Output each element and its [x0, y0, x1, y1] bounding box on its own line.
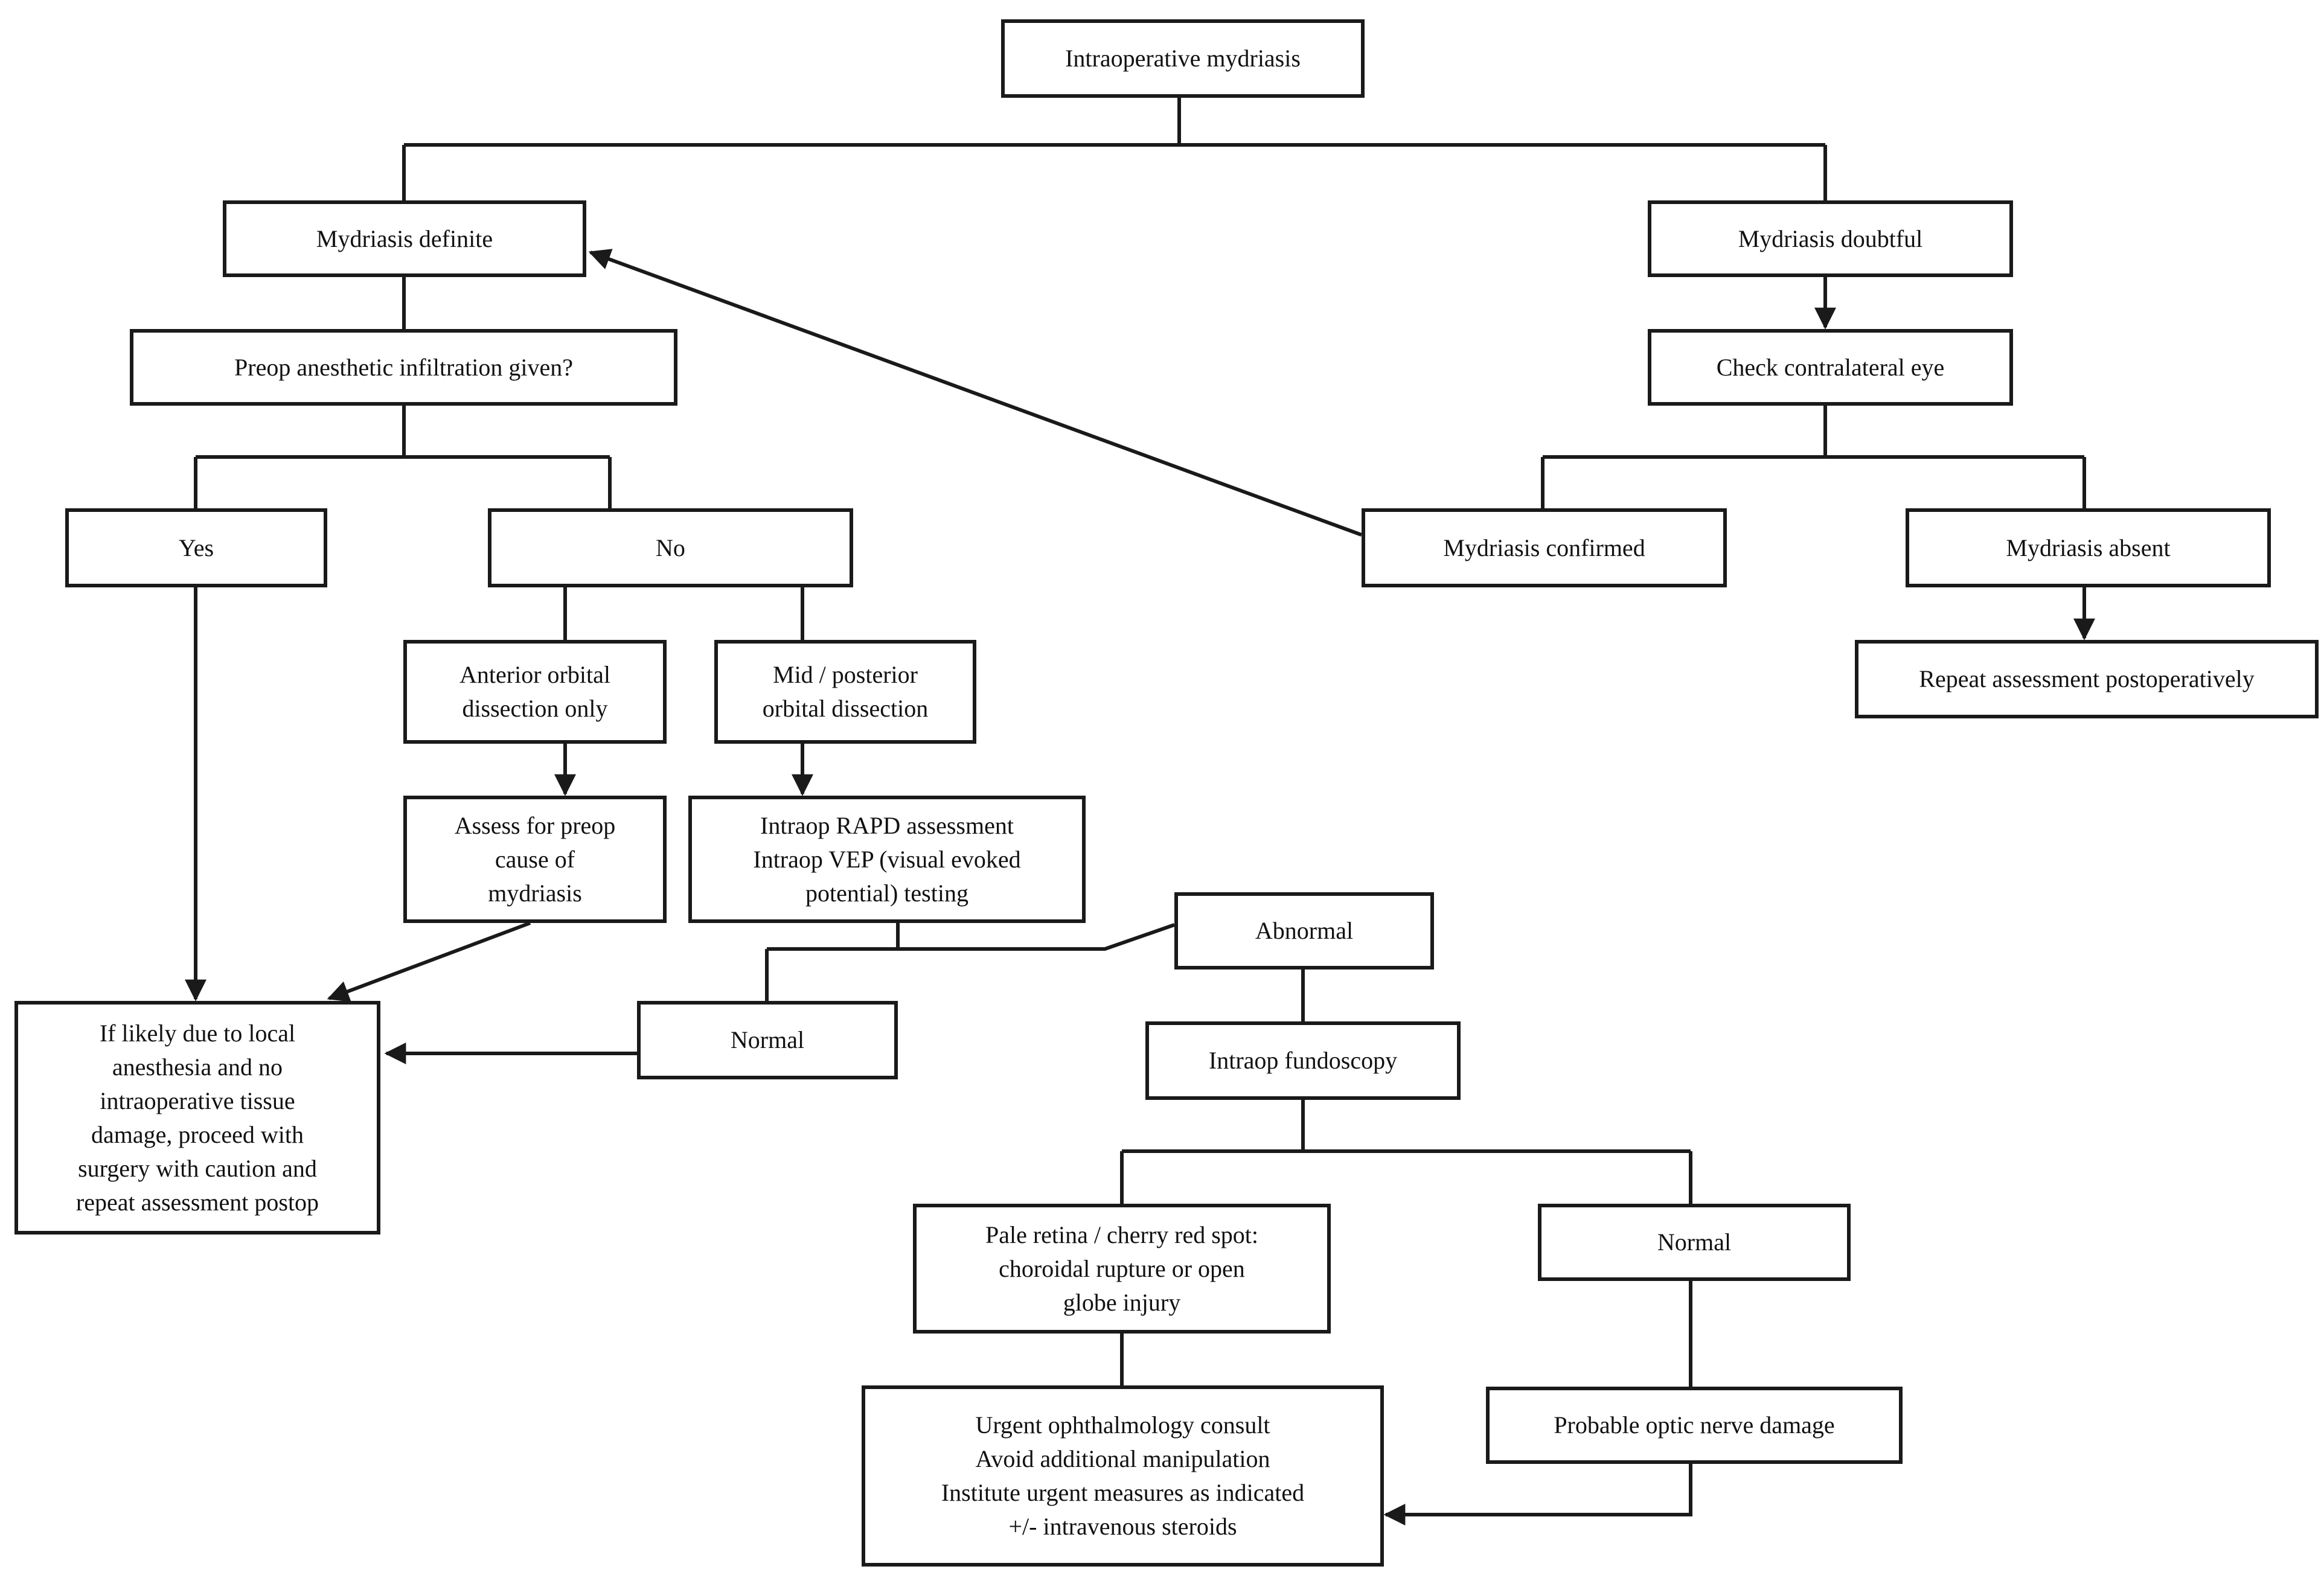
- arrow-confirmed-definite: [588, 249, 1363, 537]
- node-anterior-dissection-label: Anterior orbital dissection only: [459, 661, 610, 722]
- connector-fundoscopy-split: [1120, 1100, 1692, 1204]
- node-local-anesthesia-proceed: If likely due to local anesthesia and no…: [14, 1001, 380, 1235]
- node-mydriasis-doubtful-label: Mydriasis doubtful: [1738, 225, 1923, 252]
- node-rapd-vep: Intraop RAPD assessment Intraop VEP (vis…: [688, 796, 1086, 923]
- connector-check-split: [1541, 406, 2086, 508]
- node-normal-fundoscopy-label: Normal: [1657, 1228, 1732, 1256]
- node-normal-vep: Normal: [637, 1001, 898, 1079]
- node-repeat-postop-label: Repeat assessment postoperatively: [1919, 665, 2255, 692]
- node-rapd-vep-label: Intraop RAPD assessment Intraop VEP (vis…: [753, 811, 1021, 907]
- connector-rapd-split: [765, 923, 1175, 1001]
- node-mydriasis-doubtful: Mydriasis doubtful: [1648, 200, 2013, 277]
- connector-preop-split: [194, 406, 612, 508]
- node-optic-nerve-damage: Probable optic nerve damage: [1486, 1387, 1903, 1464]
- node-urgent-consult-label: Urgent ophthalmology consult Avoid addit…: [941, 1411, 1305, 1540]
- node-mydriasis-absent-label: Mydriasis absent: [2006, 534, 2171, 561]
- node-mid-posterior-dissection-label: Mid / posterior orbital dissection: [762, 661, 929, 722]
- node-no: No: [488, 508, 853, 587]
- node-normal-fundoscopy: Normal: [1538, 1204, 1851, 1281]
- node-abnormal-label: Abnormal: [1255, 917, 1354, 944]
- node-repeat-postop: Repeat assessment postoperatively: [1855, 640, 2319, 718]
- connector-root-split: [402, 98, 1827, 200]
- node-abnormal: Abnormal: [1174, 892, 1434, 969]
- connector-no-split: [563, 587, 804, 640]
- arrow-optic-urgent: [1383, 1464, 1692, 1525]
- node-mydriasis-definite: Mydriasis definite: [223, 200, 586, 277]
- node-assess-preop-cause: Assess for preop cause of mydriasis: [403, 796, 667, 923]
- node-yes-label: Yes: [178, 534, 214, 561]
- node-mydriasis-absent: Mydriasis absent: [1906, 508, 2271, 587]
- node-preop-infiltration: Preop anesthetic infiltration given?: [130, 329, 677, 406]
- node-normal-vep-label: Normal: [730, 1026, 805, 1053]
- node-pale-retina: Pale retina / cherry red spot: choroidal…: [913, 1204, 1331, 1334]
- node-mydriasis-confirmed-label: Mydriasis confirmed: [1443, 534, 1645, 561]
- node-no-label: No: [656, 534, 685, 561]
- node-assess-preop-cause-label: Assess for preop cause of mydriasis: [454, 811, 616, 907]
- node-mydriasis-definite-label: Mydriasis definite: [316, 225, 493, 252]
- node-anterior-dissection: Anterior orbital dissection only: [403, 640, 667, 744]
- node-check-contralateral-label: Check contralateral eye: [1716, 353, 1945, 381]
- node-intraop-mydriasis: Intraoperative mydriasis: [1001, 19, 1365, 98]
- node-intraop-fundoscopy-label: Intraop fundoscopy: [1208, 1047, 1398, 1074]
- node-pale-retina-label: Pale retina / cherry red spot: choroidal…: [985, 1221, 1259, 1316]
- node-mid-posterior-dissection: Mid / posterior orbital dissection: [714, 640, 976, 744]
- node-check-contralateral: Check contralateral eye: [1648, 329, 2013, 406]
- arrow-assess-proceed: [327, 921, 531, 1002]
- node-mydriasis-confirmed: Mydriasis confirmed: [1362, 508, 1727, 587]
- node-intraop-fundoscopy: Intraop fundoscopy: [1145, 1021, 1461, 1100]
- node-intraop-mydriasis-label: Intraoperative mydriasis: [1065, 45, 1301, 72]
- node-preop-infiltration-label: Preop anesthetic infiltration given?: [234, 353, 573, 381]
- node-urgent-consult: Urgent ophthalmology consult Avoid addit…: [862, 1385, 1384, 1567]
- node-yes: Yes: [65, 508, 327, 587]
- node-optic-nerve-damage-label: Probable optic nerve damage: [1554, 1411, 1835, 1439]
- node-local-anesthesia-proceed-label: If likely due to local anesthesia and no…: [75, 1019, 319, 1216]
